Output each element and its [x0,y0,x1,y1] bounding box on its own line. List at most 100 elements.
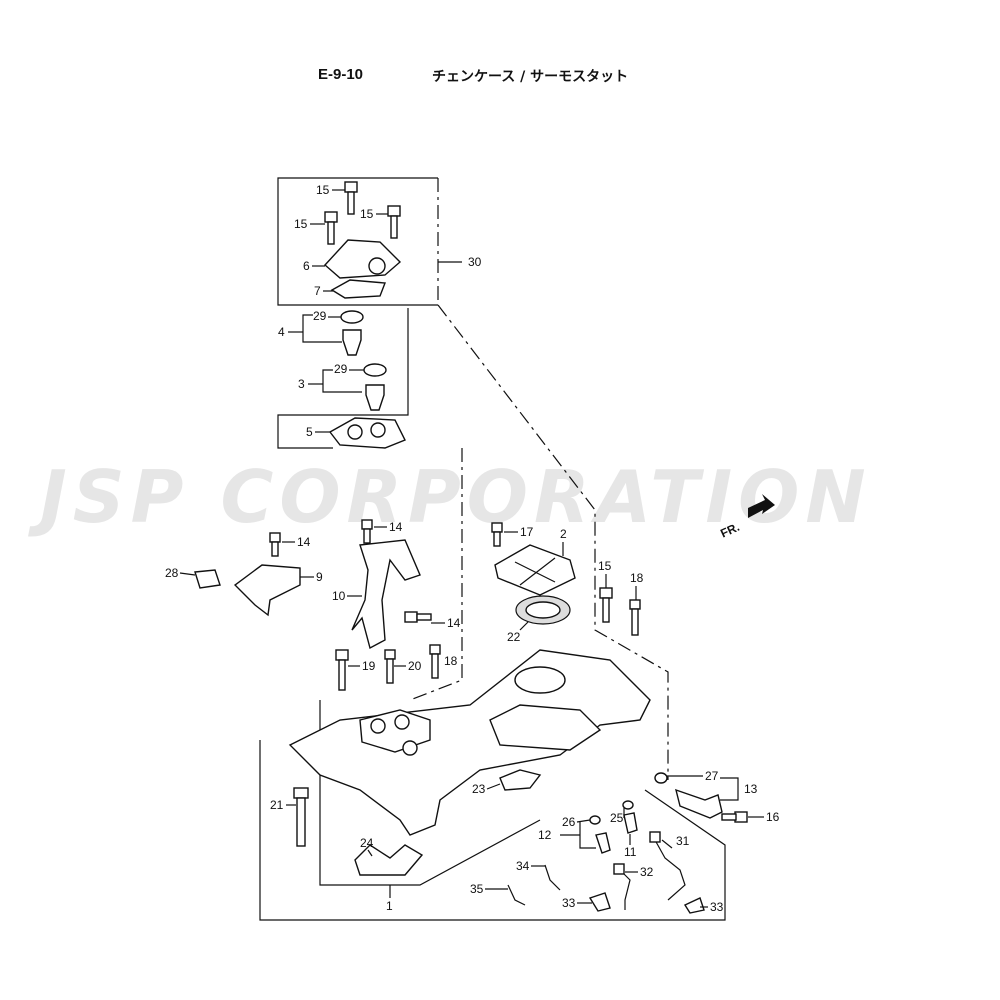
callout-10: 10 [332,589,346,603]
clip-35 [507,884,526,906]
callout-11: 11 [624,845,637,859]
sensor-11 [623,812,638,834]
harness-32 [619,869,631,910]
callout-13: 13 [744,782,758,796]
callout-15-a: 15 [316,183,330,197]
bolt-18-a [429,644,441,679]
callout-18-b: 18 [630,571,644,585]
callout-18-a: 18 [444,654,458,668]
front-direction-arrow [748,494,775,518]
callout-3: 3 [298,377,305,391]
harness-31-plug [649,831,661,843]
bolt-15-c [387,205,401,239]
bolt-20 [384,649,396,684]
bracket-13 [720,777,739,801]
callout-1: 1 [386,899,393,913]
thermostat-3 [365,384,385,411]
gasket-5-hole-b [370,422,386,438]
bolt-15-d [599,587,613,623]
callout-15-b: 15 [294,217,308,231]
callout-24: 24 [360,836,374,850]
watermark: JSP CORPORATION [40,455,872,539]
callout-19: 19 [362,659,376,673]
bolt-14-a [269,532,281,557]
callout-6: 6 [303,259,310,273]
callout-30: 30 [468,255,482,269]
gasket-7 [330,279,386,299]
callout-21: 21 [270,798,284,812]
bracket-12 [560,822,596,849]
gasket-5-hole-a [347,424,363,440]
clip-33-a [588,892,611,912]
callout-27: 27 [705,769,719,783]
callout-23: 23 [472,782,486,796]
housing-hole-a [370,718,386,734]
case-flange [489,704,602,751]
callout-14-c: 14 [447,616,461,630]
callout-26: 26 [562,815,576,829]
washer-26 [589,815,601,825]
callout-29-b: 29 [334,362,348,376]
callout-29-a: 29 [313,309,327,323]
gasket-24 [354,844,424,876]
callout-31: 31 [676,834,690,848]
gasket-23 [499,769,542,791]
callout-labels: 15 15 15 6 7 30 4 29 3 29 5 14 14 9 28 1… [165,183,780,914]
callout-15-c: 15 [360,207,374,221]
callout-15-d: 15 [598,559,612,573]
callout-34: 34 [516,859,530,873]
bracket-10 [351,539,421,650]
clip-28 [194,569,221,589]
bolt-14-c [404,611,432,623]
cover-2-x [514,557,556,586]
callout-12: 12 [538,828,552,842]
callout-33-b: 33 [710,900,724,914]
callout-35: 35 [470,882,484,896]
oil-seal-22-inner [525,601,561,619]
bolt-19 [335,649,349,691]
sensor-12 [595,832,611,854]
washer-27 [654,772,668,784]
callout-25: 25 [610,811,624,825]
ring-29-b [363,363,387,377]
clip-34 [544,864,561,891]
diagram-title: チェンケース / サーモスタット [432,69,629,85]
callout-9: 9 [316,570,323,584]
callout-16: 16 [766,810,780,824]
callout-14-a: 14 [297,535,311,549]
outline-inner [319,700,541,886]
sensor-13 [675,788,723,819]
thermostat-cover-6 [323,239,402,279]
callout-17: 17 [520,525,534,539]
bolt-16 [721,811,748,823]
diagram-code: E-9-10 [318,66,364,83]
washer-25 [622,800,634,810]
thermostat-4 [342,329,362,356]
seal-bore [514,666,566,694]
box-30 [277,177,438,306]
bolt-15-b [324,211,338,245]
bolt-21 [293,787,309,847]
callout-28: 28 [165,566,179,580]
callout-14-b: 14 [389,520,403,534]
callout-22: 22 [507,630,521,644]
callout-4: 4 [278,325,285,339]
callout-7: 7 [314,284,321,298]
bolt-18-b [629,599,641,636]
callout-20: 20 [408,659,422,673]
dash-main [437,304,669,780]
chain-case-1 [288,649,651,836]
callout-32: 32 [640,865,654,879]
fr-label: FR. [718,520,741,541]
callout-2: 2 [560,527,567,541]
callout-33-a: 33 [562,896,576,910]
harness-32-plug [613,863,625,875]
outlet-pipe [368,257,386,275]
bolt-14-b [361,519,373,544]
callout-5: 5 [306,425,313,439]
gasket-5 [328,417,406,449]
outline-1 [259,740,726,921]
bracket-3 [322,369,362,393]
housing-hole-b [394,714,410,730]
